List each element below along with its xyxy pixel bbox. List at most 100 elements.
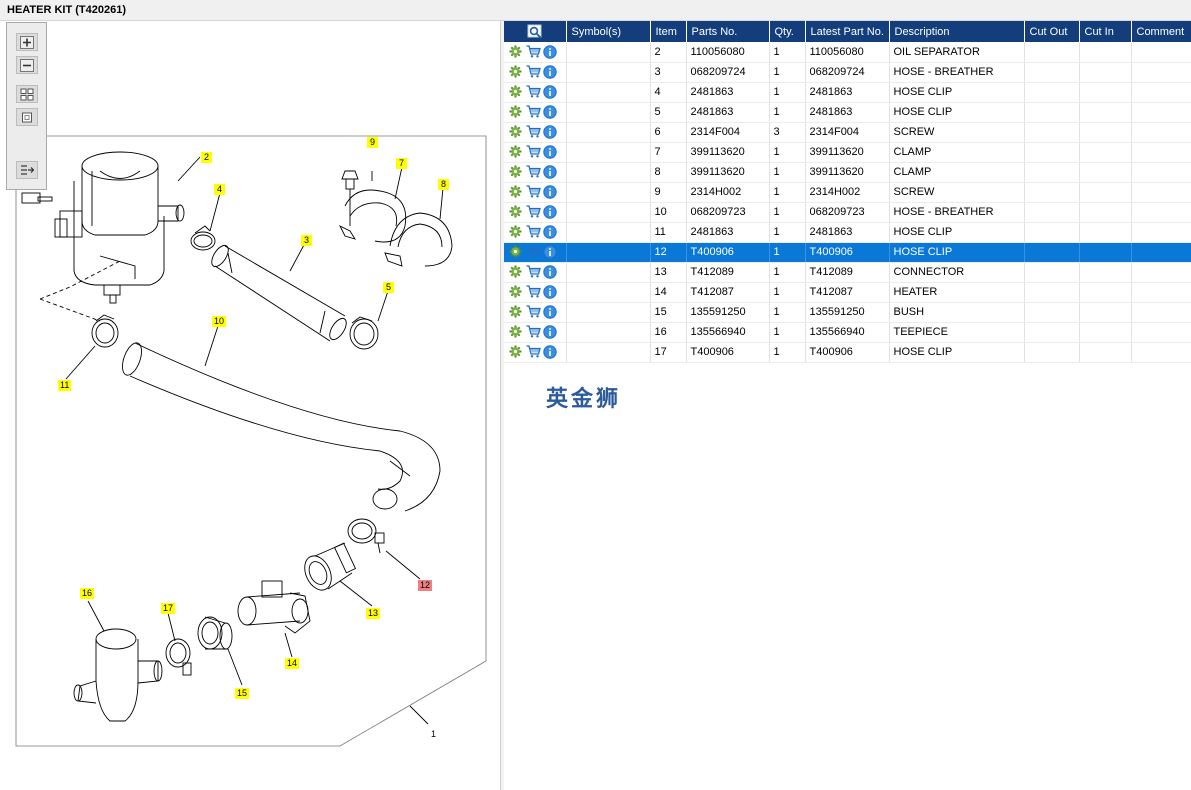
callout-5[interactable]: 5: [383, 282, 394, 293]
cart-icon[interactable]: [526, 85, 541, 99]
header-cut-out[interactable]: Cut Out: [1024, 21, 1080, 42]
cart-icon[interactable]: [526, 265, 541, 279]
gear-icon[interactable]: [509, 165, 523, 179]
gear-icon[interactable]: [509, 245, 523, 259]
info-icon[interactable]: [543, 45, 557, 59]
cart-icon[interactable]: [526, 165, 541, 179]
callout-3[interactable]: 3: [301, 235, 312, 246]
fit-all-button[interactable]: [16, 85, 38, 103]
cart-icon[interactable]: [526, 245, 541, 259]
header-parts-no[interactable]: Parts No.: [686, 21, 770, 42]
cart-icon[interactable]: [526, 285, 541, 299]
cart-icon[interactable]: [526, 325, 541, 339]
callout-12[interactable]: 12: [418, 580, 433, 591]
gear-icon[interactable]: [509, 325, 523, 339]
info-icon[interactable]: [543, 285, 557, 299]
cart-icon[interactable]: [526, 65, 541, 79]
callout-15[interactable]: 15: [235, 688, 250, 699]
info-icon[interactable]: [543, 325, 557, 339]
zoom-out-button[interactable]: [16, 56, 38, 74]
callout-9[interactable]: 9: [367, 137, 378, 148]
cart-icon[interactable]: [526, 345, 541, 359]
callout-4[interactable]: 4: [214, 184, 225, 195]
cart-icon[interactable]: [526, 105, 541, 119]
gear-icon[interactable]: [509, 105, 523, 119]
info-icon[interactable]: [543, 205, 557, 219]
info-icon[interactable]: [543, 65, 557, 79]
export-button[interactable]: [16, 161, 38, 179]
gear-icon[interactable]: [509, 305, 523, 319]
gear-icon[interactable]: [509, 185, 523, 199]
info-icon[interactable]: [543, 345, 557, 359]
header-cut-in[interactable]: Cut In: [1079, 21, 1132, 42]
cart-icon[interactable]: [526, 185, 541, 199]
cart-icon[interactable]: [526, 125, 541, 139]
gear-icon[interactable]: [509, 225, 523, 239]
pane-splitter[interactable]: [501, 21, 504, 790]
cell-symbols: [566, 222, 651, 243]
callout-16[interactable]: 16: [80, 588, 95, 599]
info-icon[interactable]: [543, 145, 557, 159]
info-icon[interactable]: [543, 245, 557, 259]
gear-icon[interactable]: [509, 45, 523, 59]
info-icon[interactable]: [543, 165, 557, 179]
header-qty[interactable]: Qty.: [769, 21, 806, 42]
header-symbols[interactable]: Symbol(s): [566, 21, 651, 42]
header-search[interactable]: [504, 21, 567, 42]
info-icon[interactable]: [543, 125, 557, 139]
info-icon[interactable]: [543, 185, 557, 199]
gear-icon[interactable]: [509, 285, 523, 299]
callout-10[interactable]: 10: [212, 316, 227, 327]
gear-icon[interactable]: [509, 125, 523, 139]
info-icon[interactable]: [543, 225, 557, 239]
header-comment[interactable]: Comment: [1131, 21, 1191, 42]
fit-window-button[interactable]: [16, 108, 38, 126]
callout-11[interactable]: 11: [58, 380, 72, 391]
header-latest-part-no[interactable]: Latest Part No.: [805, 21, 890, 42]
info-icon[interactable]: [543, 85, 557, 99]
cart-icon[interactable]: [526, 305, 541, 319]
info-icon[interactable]: [543, 265, 557, 279]
cell-parts-no: 2314F004: [686, 122, 770, 143]
gear-icon[interactable]: [509, 265, 523, 279]
callout-17[interactable]: 17: [161, 603, 176, 614]
info-icon[interactable]: [543, 105, 557, 119]
callout-7[interactable]: 7: [396, 158, 407, 169]
diagram-pane[interactable]: 2 3 4 5 7 8 9 10 11 12 13 14 15 16 17 1: [0, 21, 501, 790]
cart-icon[interactable]: [526, 205, 541, 219]
gear-icon[interactable]: [509, 205, 523, 219]
cart-icon[interactable]: [526, 145, 541, 159]
zoom-in-button[interactable]: [16, 33, 38, 51]
exploded-diagram[interactable]: [0, 21, 501, 790]
header-item[interactable]: Item: [650, 21, 687, 42]
header-description[interactable]: Description: [889, 21, 1025, 42]
cart-icon[interactable]: [526, 225, 541, 239]
gear-icon[interactable]: [509, 85, 523, 99]
gear-icon[interactable]: [509, 345, 523, 359]
gear-icon[interactable]: [509, 145, 523, 159]
callout-8[interactable]: 8: [438, 179, 449, 190]
callout-14[interactable]: 14: [285, 658, 300, 669]
callout-2[interactable]: 2: [201, 152, 212, 163]
cart-icon[interactable]: [526, 45, 541, 59]
gear-icon[interactable]: [509, 65, 523, 79]
cell-parts-no: 399113620: [686, 142, 770, 163]
callout-13[interactable]: 13: [366, 608, 381, 619]
info-icon[interactable]: [543, 305, 557, 319]
